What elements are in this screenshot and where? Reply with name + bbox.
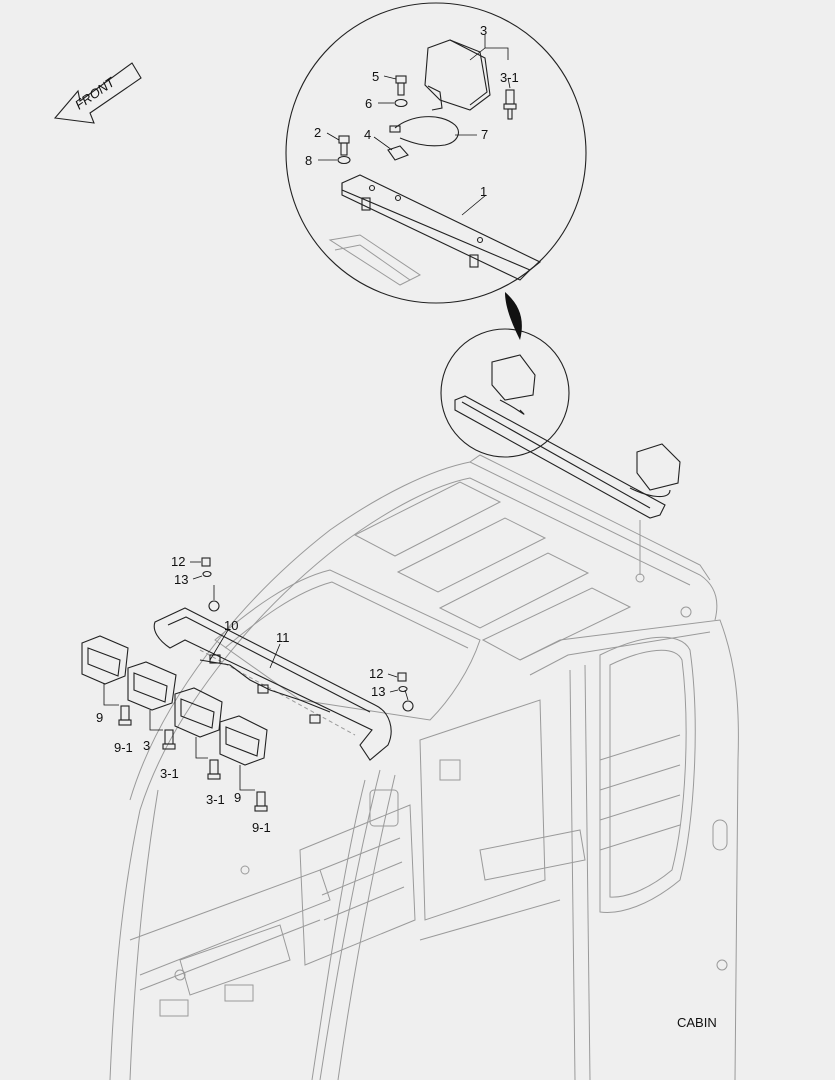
callout-5: 5 [372, 69, 379, 84]
bulb-9-1-right [254, 791, 268, 812]
lamp-3-mid [127, 661, 177, 711]
bulb-3-1-low [207, 759, 221, 780]
front-lamps [81, 635, 268, 812]
callout-2: 2 [314, 125, 321, 140]
large-detail-circle [285, 2, 587, 304]
bulb-3-1-mid [162, 729, 176, 750]
callout-9-1-right: 9-1 [252, 820, 271, 835]
diagram-title: CABIN [677, 1015, 717, 1030]
callout-11: 11 [276, 630, 290, 645]
callout-10: 10 [224, 618, 238, 633]
bulb-9-1-left [118, 705, 132, 726]
bolts-12-13 [201, 557, 408, 693]
front-arrow: FRONT [53, 62, 142, 124]
lamp-9-left [81, 635, 129, 685]
callout-12-right: 12 [369, 666, 383, 681]
callout-3-top: 3 [480, 23, 487, 38]
front-light-bar [153, 585, 414, 761]
callout-13-right: 13 [371, 684, 385, 699]
callout-3-1-top: 3-1 [500, 70, 519, 85]
callout-13-left: 13 [174, 572, 188, 587]
front-label: FRONT [72, 74, 118, 113]
callout-1: 1 [480, 184, 487, 199]
callout-9-right: 9 [234, 790, 241, 805]
callout-7: 7 [481, 127, 488, 142]
cabin-body [109, 454, 739, 1080]
callout-labels: 3 3-1 5 6 2 4 7 8 1 12 13 10 11 12 13 9 … [96, 23, 519, 835]
callout-4: 4 [364, 127, 371, 142]
callout-3-1-mid: 3-1 [160, 766, 179, 781]
callout-8: 8 [305, 153, 312, 168]
callout-12-left: 12 [171, 554, 185, 569]
callout-3-mid: 3 [143, 738, 150, 753]
callout-3-1-low: 3-1 [206, 792, 225, 807]
rear-light-detail-circle [440, 328, 681, 583]
callout-9-left: 9 [96, 710, 103, 725]
callout-6: 6 [365, 96, 372, 111]
leader-lines [103, 35, 511, 791]
callout-9-1-left: 9-1 [114, 740, 133, 755]
detail-pointer-arrow [505, 292, 522, 340]
lamp-9-right [219, 715, 268, 766]
lamp-3-low [174, 687, 223, 738]
